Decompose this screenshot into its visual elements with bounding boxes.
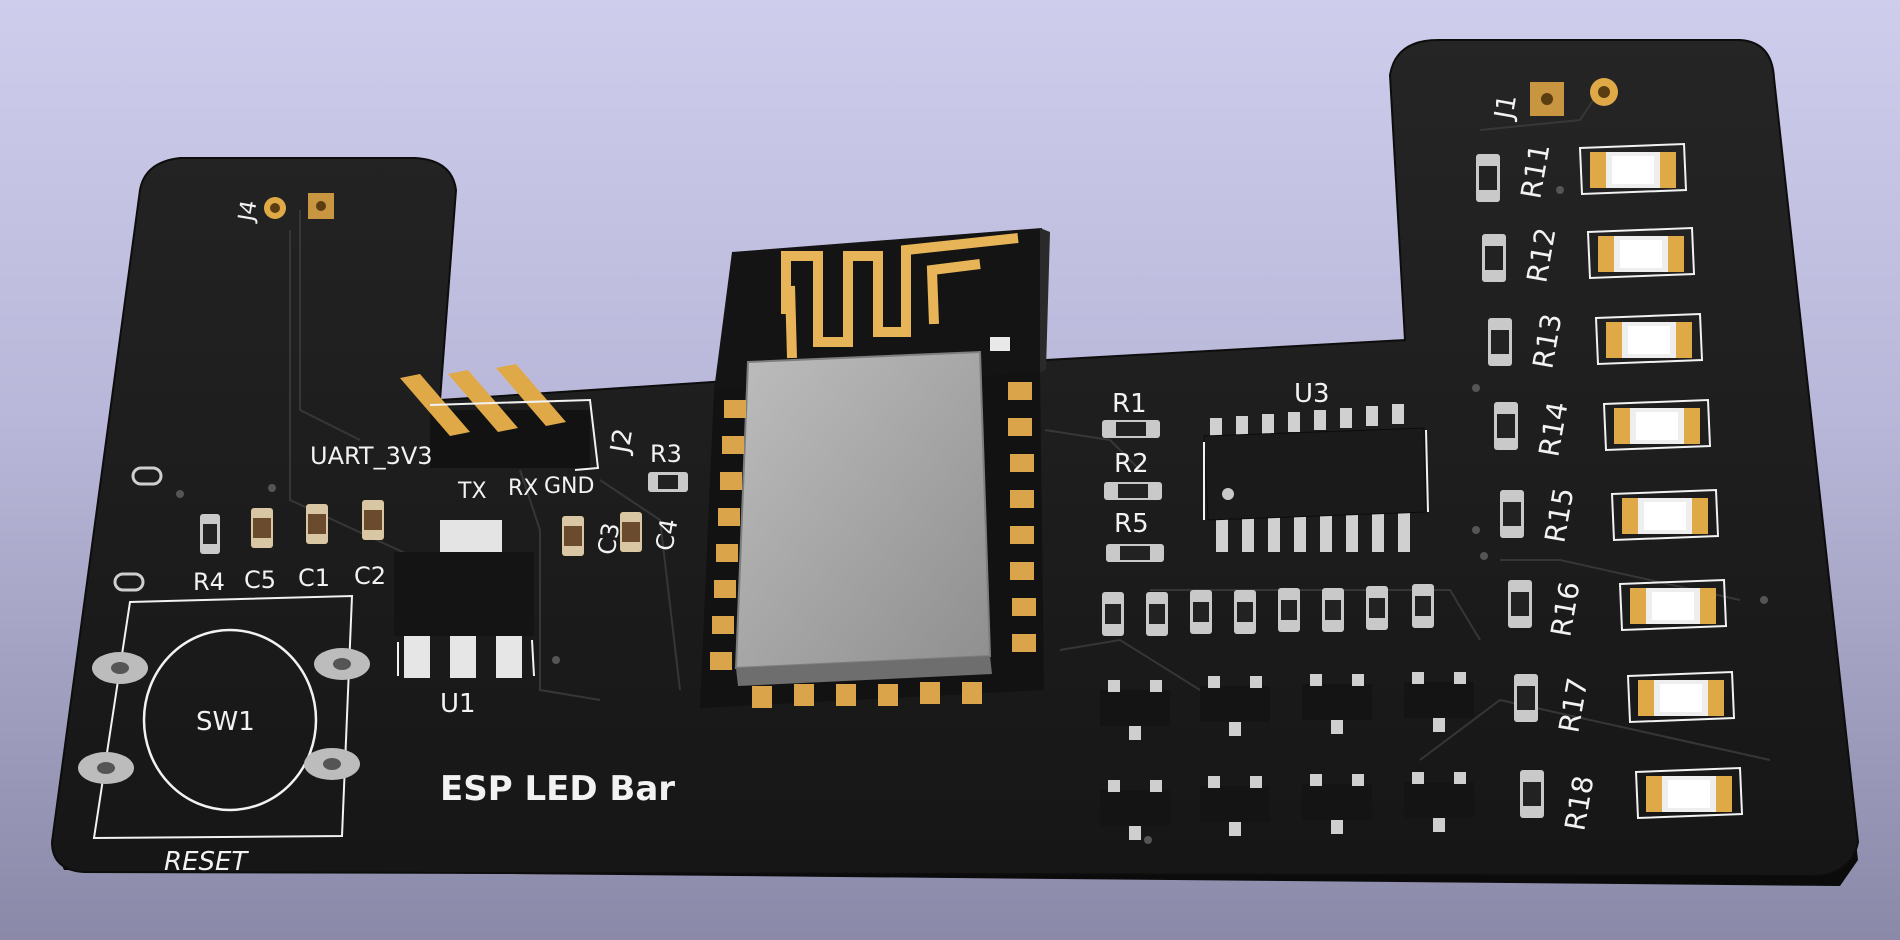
label-u3: U3 <box>1294 379 1330 409</box>
label-r5: R5 <box>1114 509 1149 539</box>
label-r3: R3 <box>650 440 682 468</box>
label-c2: C2 <box>354 562 386 590</box>
esp-pads-right <box>1008 382 1036 652</box>
label-rx: RX <box>508 476 538 501</box>
label-reset: RESET <box>164 847 249 877</box>
esp-module <box>700 228 1050 708</box>
label-gnd: GND <box>544 474 594 499</box>
resistor-array <box>1102 584 1434 636</box>
mounting-slots <box>113 466 163 592</box>
resistors-r1-r2-r5 <box>1102 420 1164 562</box>
label-uart: UART_3V3 <box>310 442 433 470</box>
label-r1: R1 <box>1112 389 1147 419</box>
board-title: ESP LED Bar <box>440 769 675 809</box>
connector-j1 <box>1530 78 1618 116</box>
regulator-u1 <box>394 520 535 678</box>
esp-pads-bottom <box>752 682 982 708</box>
label-c1: C1 <box>298 564 330 592</box>
led-bar <box>1578 142 1744 820</box>
label-tx: TX <box>457 479 487 504</box>
led-resistors <box>1476 154 1544 818</box>
label-c4: C4 <box>650 517 683 553</box>
connector-j4 <box>264 193 334 219</box>
vias <box>176 186 1768 844</box>
label-r2: R2 <box>1114 449 1149 479</box>
label-c5: C5 <box>244 566 276 594</box>
header-j2 <box>400 364 600 471</box>
label-u1: U1 <box>440 689 476 719</box>
transistors <box>1100 672 1474 840</box>
reset-switch-sw1[interactable] <box>78 594 370 840</box>
left-passives <box>200 472 688 556</box>
label-c3: C3 <box>592 521 625 557</box>
label-r4: R4 <box>193 568 225 596</box>
ic-u3 <box>1203 404 1429 552</box>
label-sw1: SW1 <box>196 707 255 737</box>
esp-pads-left <box>710 400 746 670</box>
